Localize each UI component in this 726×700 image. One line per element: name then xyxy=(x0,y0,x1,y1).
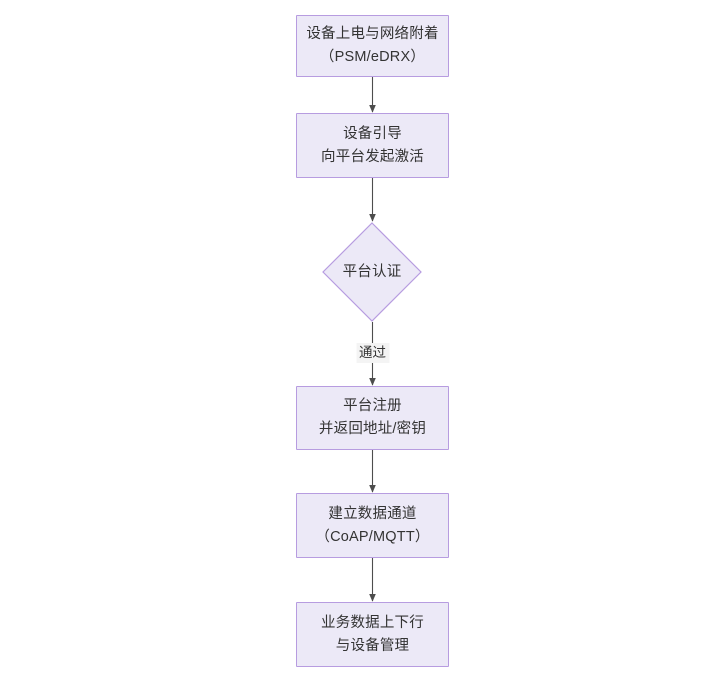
node-label: 平台注册 并返回地址/密钥 xyxy=(318,398,427,437)
node-establish-data-channel[interactable]: 建立数据通道 （CoAP/MQTT） xyxy=(296,493,449,558)
node-platform-auth-decision[interactable]: 平台认证 xyxy=(322,222,422,322)
node-label: 设备引导 向平台发起激活 xyxy=(321,125,424,165)
node-label: 平台认证 xyxy=(342,263,402,280)
node-label: 设备上电与网络附着 （PSM/eDRX） xyxy=(306,26,439,65)
node-label: 建立数据通道 （CoAP/MQTT） xyxy=(315,505,430,545)
node-device-power-on[interactable]: 设备上电与网络附着 （PSM/eDRX） xyxy=(296,15,449,77)
edge-label-pass: 通过 xyxy=(356,343,389,363)
node-label: 业务数据上下行 与设备管理 xyxy=(321,614,424,654)
node-device-bootstrap[interactable]: 设备引导 向平台发起激活 xyxy=(296,113,449,178)
node-service-data-and-device-mgmt[interactable]: 业务数据上下行 与设备管理 xyxy=(296,602,449,667)
diamond-shape-icon xyxy=(322,222,422,322)
node-platform-registration[interactable]: 平台注册 并返回地址/密钥 xyxy=(296,386,449,450)
